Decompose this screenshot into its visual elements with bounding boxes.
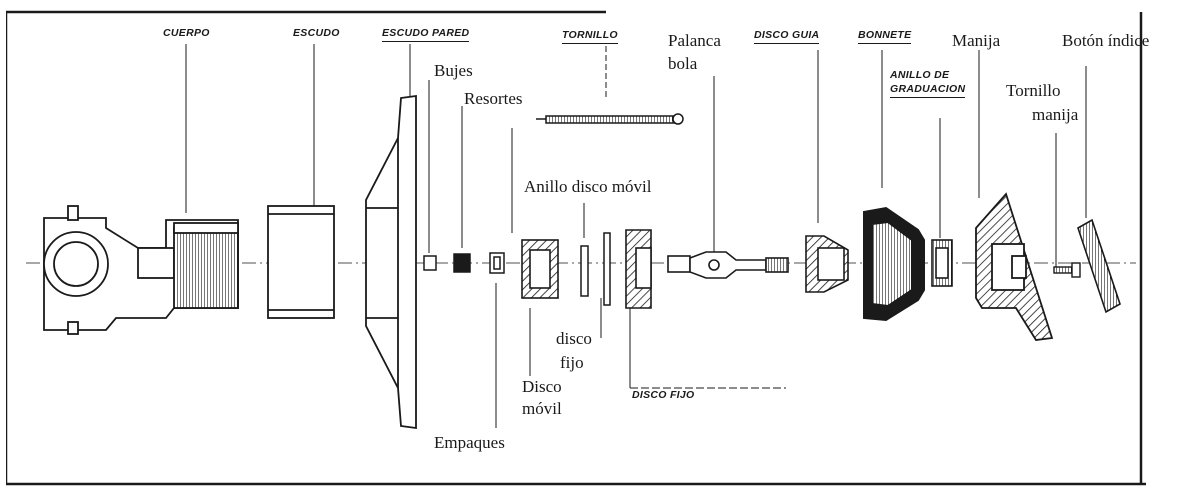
- part-escudo: [267, 205, 335, 319]
- leader-lines: [185, 44, 1087, 428]
- part-anillo-graduacion: [931, 239, 953, 287]
- label-bola: bola: [668, 54, 698, 73]
- label-disco-movil-1: Disco: [522, 377, 562, 396]
- part-disco-guia: [805, 235, 849, 293]
- part-bonnete: [863, 206, 925, 322]
- label-resortes: Resortes: [464, 89, 523, 108]
- label-tornillo-manija-1: Tornillo: [1006, 81, 1061, 100]
- label-anillo-graduacion-1: ANILLO DE: [890, 69, 950, 81]
- part-empaques: [489, 252, 505, 274]
- part-disco-fijo: [625, 229, 652, 309]
- part-tornillo: [536, 113, 684, 125]
- part-palanca-bola: [667, 251, 789, 279]
- label-empaques: Empaques: [434, 433, 505, 452]
- part-manija: [975, 192, 1054, 341]
- figure-border: [6, 10, 1146, 486]
- label-tornillo-manija-2: manija: [1032, 105, 1079, 124]
- label-manija: Manija: [952, 31, 1001, 50]
- label-escudo: ESCUDO: [293, 27, 340, 39]
- exploded-view-diagram: CUERPO ESCUDO ESCUDO PARED TORNILLO Pala…: [6, 8, 1186, 488]
- part-anillo-disco-movil: [580, 245, 589, 297]
- label-disco-fijo: DISCO FIJO: [632, 389, 695, 401]
- part-bujes: [423, 255, 437, 271]
- part-cuerpo: [43, 205, 239, 335]
- label-tornillo: TORNILLO: [562, 30, 618, 44]
- part-escudo-pared: [365, 94, 417, 430]
- label-disco-movil-2: móvil: [522, 399, 562, 418]
- part-disco-movil: [521, 239, 559, 299]
- label-anillo-disco-movil: Anillo disco móvil: [524, 177, 652, 196]
- label-disco-fijo-lower-2: fijo: [560, 353, 584, 372]
- part-boton-indice: [1077, 218, 1121, 314]
- label-disco-fijo-lower-1: disco: [556, 329, 592, 348]
- label-boton-indice: Botón índice: [1062, 32, 1150, 49]
- label-escudo-pared: ESCUDO PARED: [382, 28, 470, 42]
- label-cuerpo: CUERPO: [163, 27, 210, 39]
- label-bujes: Bujes: [434, 61, 473, 80]
- label-anillo-graduacion-2: GRADUACION: [890, 84, 966, 98]
- label-palanca: Palanca: [668, 31, 721, 50]
- part-tornillo-manija: [1053, 262, 1081, 278]
- label-bonnete: BONNETE: [858, 30, 912, 44]
- part-disco-fijo-small: [603, 232, 611, 306]
- diagram-drawing: [6, 10, 1146, 486]
- label-disco-guia: DISCO GUIA: [754, 30, 820, 44]
- part-resortes: [453, 253, 471, 273]
